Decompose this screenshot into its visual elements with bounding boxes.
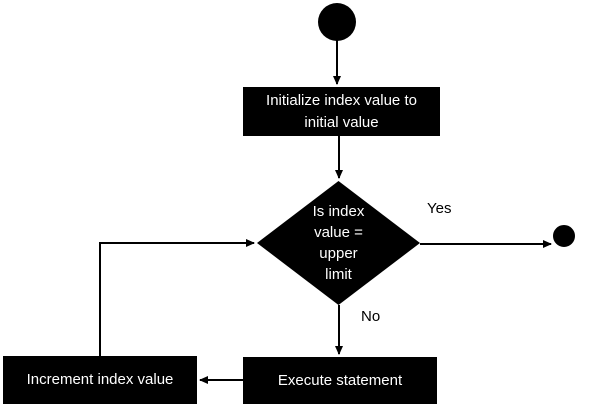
execute-step-node: Execute statement: [243, 357, 437, 404]
no-edge-label: No: [361, 308, 381, 325]
initialize-step-label: Initialize index value to initial value: [266, 91, 417, 131]
yes-edge-label: Yes: [427, 200, 452, 217]
decision-node: Is index value = upper limit: [257, 181, 420, 305]
edge-increment-to-decision: [99, 239, 255, 356]
execute-step-label: Execute statement: [277, 371, 403, 389]
decision-label: Is index value = upper limit: [312, 203, 365, 283]
start-node-icon: [318, 3, 356, 41]
initialize-step-node: Initialize index value to initial value: [243, 87, 440, 136]
increment-step-node: Increment index value: [3, 356, 197, 404]
end-node-icon: [553, 225, 575, 247]
increment-step-label: Increment index value: [26, 371, 174, 389]
